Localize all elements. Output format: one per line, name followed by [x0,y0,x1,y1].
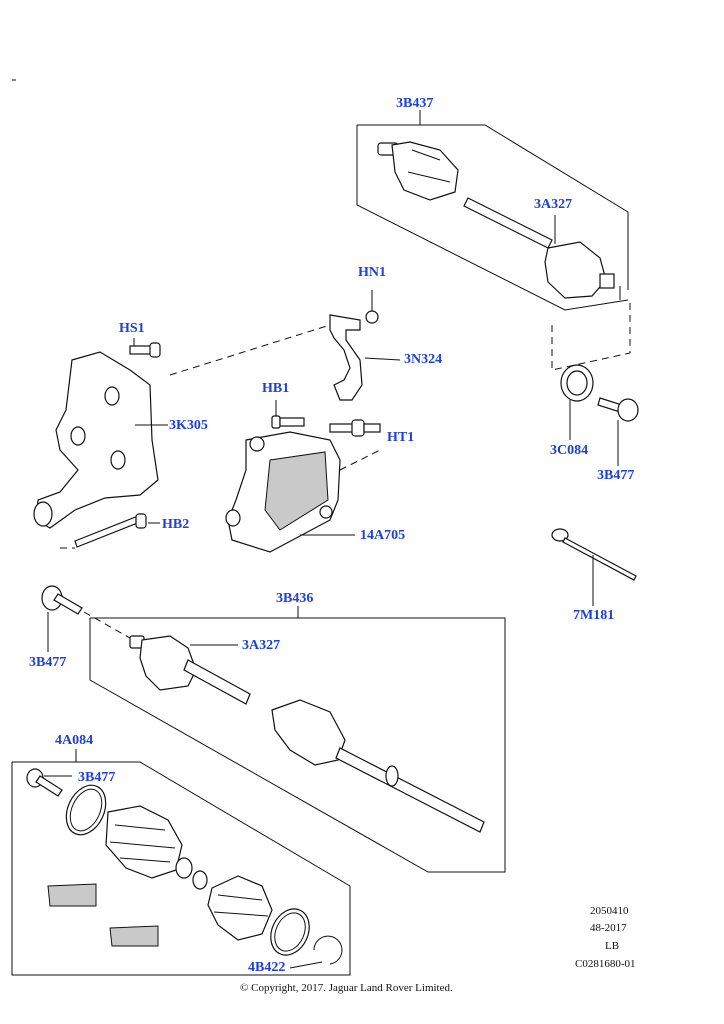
callout-3B477-kit[interactable]: 3B477 [78,770,116,785]
ring-3C084[interactable] [560,364,594,402]
callout-HB1[interactable]: HB1 [262,381,290,396]
copyright: © Copyright, 2017. Jaguar Land Rover Lim… [240,982,453,994]
callout-3B437[interactable]: 3B437 [396,96,434,111]
callout-3A327-mid[interactable]: 3A327 [242,638,281,653]
bracket-3K305[interactable] [33,351,159,529]
clamp-ring-large-right[interactable] [264,903,317,962]
boot-left[interactable] [105,805,183,879]
callout-3K305[interactable]: 3K305 [169,418,208,433]
circlip-4B422[interactable] [313,935,343,965]
grease-pack-2[interactable] [109,925,159,947]
bolt-HB1[interactable] [271,415,305,429]
inner-cv-joint-top[interactable] [544,241,621,300]
inner-cv-joint-mid[interactable] [271,699,485,833]
clamp-ring-small-2[interactable] [192,870,208,890]
shaft-assembly-3B436-box [89,617,506,873]
callout-3B436[interactable]: 3B436 [276,591,314,606]
bolt-HT1[interactable] [329,419,381,437]
bolt-3B477-right[interactable] [597,397,639,422]
bolt-3B477-left[interactable] [41,585,83,615]
drawing-code-3: LB [605,940,620,952]
bolt-3B477-kit[interactable] [26,768,63,797]
outer-cv-joint-top[interactable] [377,141,459,201]
boot-kit-4A084-box [11,761,351,976]
drawing-code-1: 2050410 [590,905,629,917]
callout-3A327-top[interactable]: 3A327 [534,197,573,212]
bolt-HB2[interactable] [74,513,147,548]
callout-4B422[interactable]: 4B422 [248,960,286,975]
bolt-HS1[interactable] [129,338,161,358]
strap-3N324[interactable] [329,314,363,401]
callout-HT1[interactable]: HT1 [387,430,415,445]
grease-pack-1[interactable] [47,883,97,907]
mount-bracket-14A705[interactable] [225,431,341,553]
callout-3B477-left[interactable]: 3B477 [29,655,67,670]
callout-HB2[interactable]: HB2 [162,517,190,532]
callout-3B477-right[interactable]: 3B477 [597,468,635,483]
drawing-code-2: 48-2017 [590,922,627,934]
callout-7M181[interactable]: 7M181 [573,608,615,623]
clamp-ring-small-1[interactable] [175,857,193,879]
callout-14A705[interactable]: 14A705 [360,528,406,543]
dashed-bracket-right [551,298,631,371]
boot-right[interactable] [207,875,273,941]
callout-HN1[interactable]: HN1 [358,265,386,280]
clip-7M181[interactable] [551,528,637,581]
clamp-ring-large-left[interactable] [59,779,114,841]
callout-3N324[interactable]: 3N324 [404,352,443,367]
nut-HN1[interactable] [365,290,379,324]
callout-4A084[interactable]: 4A084 [55,733,94,748]
shaft-assembly-3B437-box [356,110,629,311]
callout-HS1[interactable]: HS1 [119,321,145,336]
outer-cv-joint-mid[interactable] [129,635,251,705]
callout-3C084[interactable]: 3C084 [550,443,589,458]
drawing-code-4: C0281680-01 [575,958,636,970]
